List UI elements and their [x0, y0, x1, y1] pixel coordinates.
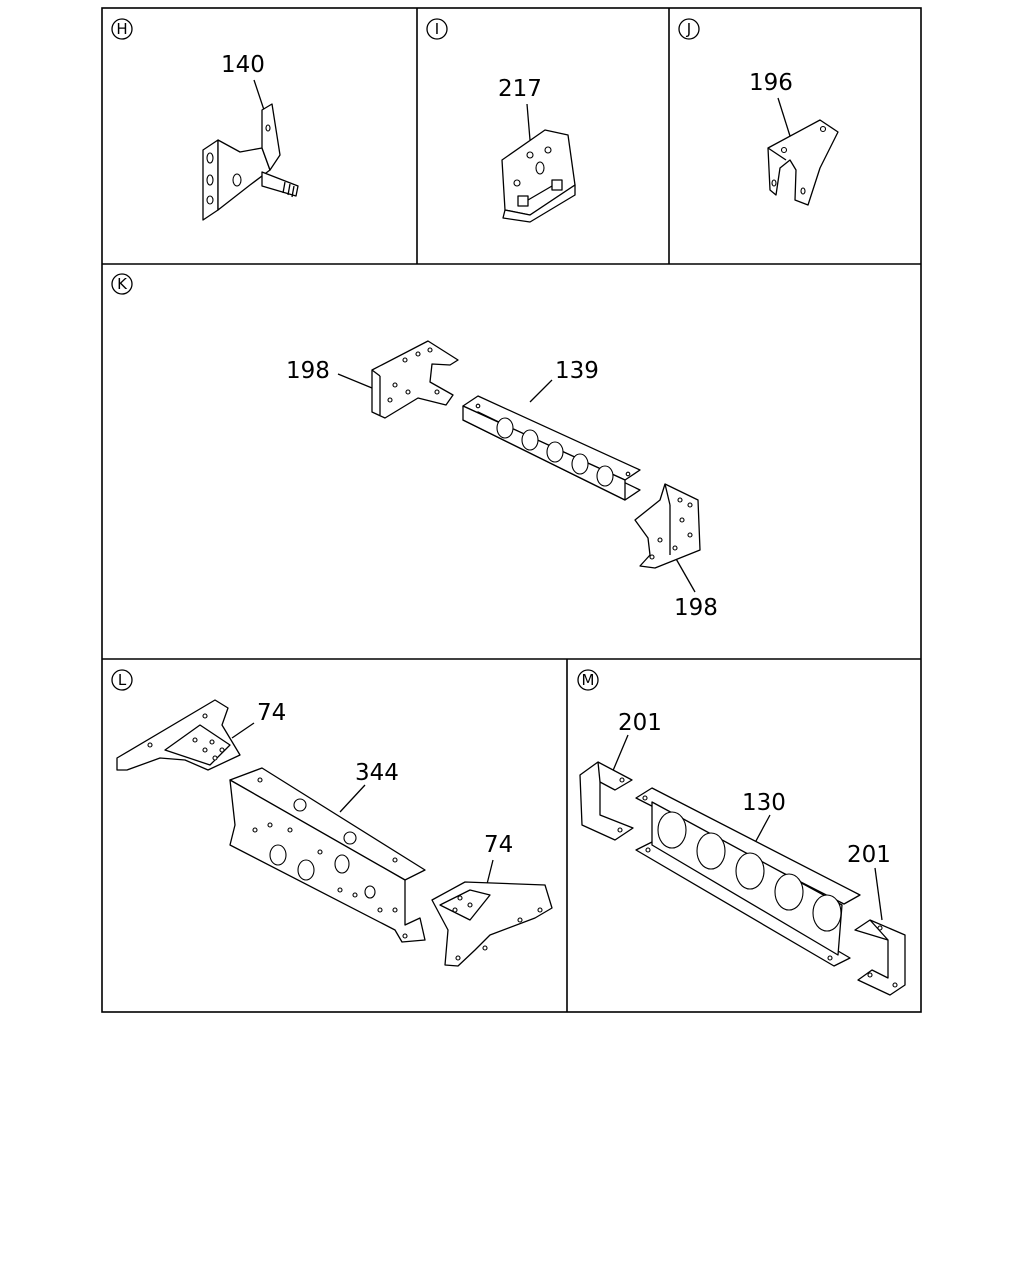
part-201-upper-bracket: [579, 761, 634, 841]
part-label-201-top: 201: [618, 710, 662, 736]
panel-h-letter-badge: H: [111, 18, 133, 40]
panel-j-letter-badge: J: [678, 18, 700, 40]
panel-i-letter: I: [435, 20, 439, 38]
panel-h-letter: H: [116, 20, 127, 38]
part-label-198-bottom: 198: [674, 595, 718, 621]
panel-j-letter: J: [686, 20, 691, 38]
panel-m-letter: M: [582, 671, 595, 689]
panel-l-letter-badge: L: [111, 669, 133, 691]
part-label-196: 196: [749, 70, 793, 96]
part-label-140: 140: [221, 52, 265, 78]
part-201-lower-bracket: [854, 919, 906, 996]
panel-h: H 140: [111, 18, 299, 221]
panel-grid: [101, 7, 922, 1013]
part-140-drawing: [202, 103, 299, 221]
part-label-130: 130: [742, 790, 786, 816]
part-74-lower-bracket: [431, 881, 553, 967]
part-130-crossmember: [635, 787, 861, 967]
part-label-139: 139: [555, 358, 599, 384]
part-label-74-bottom: 74: [484, 832, 513, 858]
part-198-upper-bracket: [371, 340, 459, 419]
part-label-344: 344: [355, 760, 399, 786]
part-217-drawing: [501, 129, 576, 223]
panel-i-letter-badge: I: [426, 18, 448, 40]
panel-m-letter-badge: M: [577, 669, 599, 691]
part-74-upper-bracket: [116, 699, 241, 771]
panel-i: I 217: [426, 18, 576, 223]
part-label-198-top: 198: [286, 358, 330, 384]
panel-m: M 201 130 201: [577, 669, 906, 996]
panel-l: L 74 344 74: [111, 669, 553, 967]
part-344-crossmember: [229, 767, 426, 943]
part-198-lower-bracket: [634, 483, 701, 569]
panel-l-letter: L: [118, 671, 127, 689]
panel-k-letter-badge: K: [111, 273, 133, 295]
panel-k: K 198 139 198: [111, 273, 718, 621]
panel-j: J 196: [678, 18, 839, 206]
part-label-74-top: 74: [257, 700, 286, 726]
part-139-crossmember: [462, 395, 641, 501]
part-196-drawing: [767, 119, 839, 206]
panel-k-letter: K: [117, 275, 128, 293]
part-label-201-bottom: 201: [847, 842, 891, 868]
part-label-217: 217: [498, 76, 542, 102]
